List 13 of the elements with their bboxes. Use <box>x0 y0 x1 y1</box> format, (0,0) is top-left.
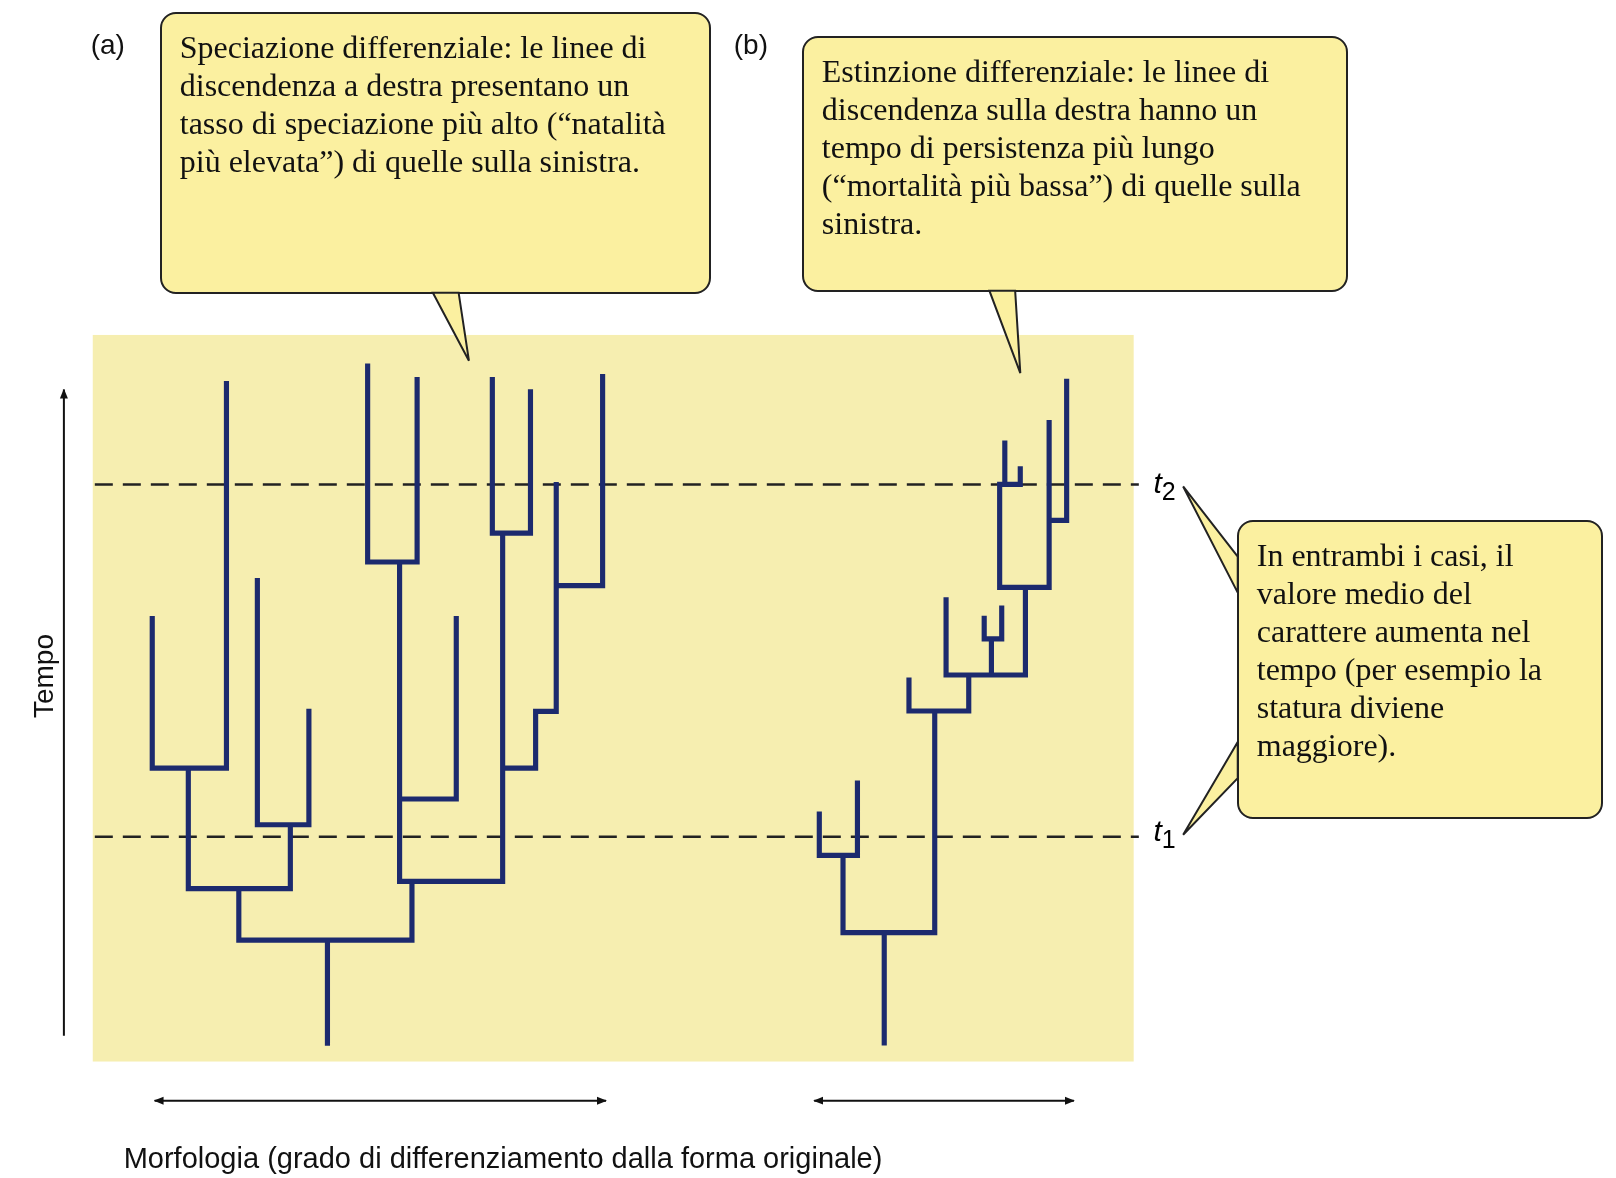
panel-label: (b) <box>733 28 768 61</box>
callout-tail <box>1182 485 1239 594</box>
callout-tail <box>987 289 1022 375</box>
callout-tail <box>1182 738 1239 836</box>
callout-bubble: In entrambi i casi, il valore medio del carattere aumenta nel tempo (per esempio la statura diviene maggiore). <box>1236 520 1603 820</box>
axis-title: Morfologia (grado di differenziamento dalla forma originale) <box>123 1141 883 1175</box>
time-marker: t$_{2}$ <box>1146 465 1184 508</box>
callout-bubble: Estinzione differenziale: le linee di discendenza sulla destra hanno un tempo di persistenza più lungo (“mortalità più bassa”) di quelle sulla sinistra. <box>801 36 1349 292</box>
panel-label: (a) <box>90 28 125 61</box>
axis-title: Tempo <box>28 633 61 718</box>
callout-tail <box>431 291 470 362</box>
time-marker: t$_{1}$ <box>1146 814 1184 856</box>
callout-bubble: Speciazione differenziale: le linee di discendenza a destra presentano un tasso di speciazione più alto (“natalità più elevata”) di quelle sulla sinistra. <box>159 12 712 294</box>
